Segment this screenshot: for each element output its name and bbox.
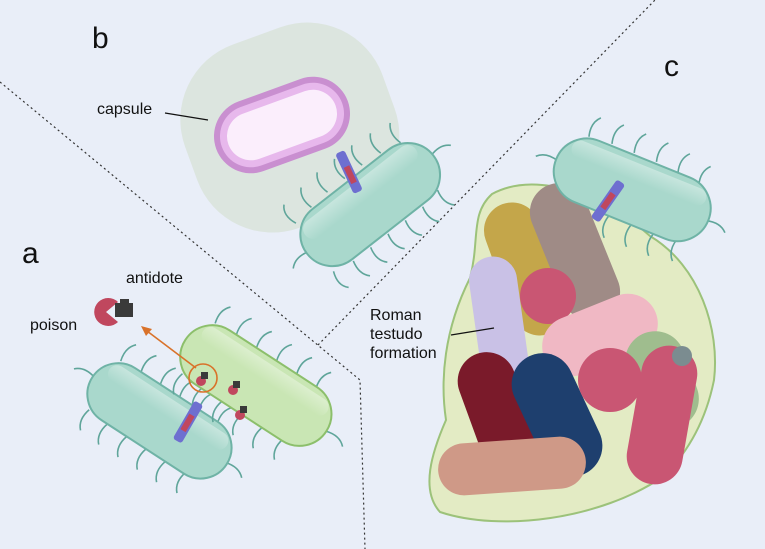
export-arrow [141, 326, 197, 369]
testudo-label-line-2: testudo [370, 326, 423, 343]
testudo-leader-line [450, 327, 495, 336]
capsule-leader-line [164, 112, 209, 121]
testudo-label-line-1: Roman [370, 307, 422, 324]
encapsulated-bacterium [213, 76, 351, 174]
panel-b-illustration [164, 22, 455, 289]
biofilm-cells [438, 183, 699, 496]
toxin-pair-1 [196, 372, 208, 386]
divider-b-c [317, 0, 656, 346]
antidote-label: antidote [126, 270, 183, 287]
panel-dividers [0, 0, 656, 549]
secretion-needle-b [336, 150, 362, 194]
antidote-icon [115, 303, 133, 317]
testudo-label-line-3: formation [370, 345, 437, 362]
panel-letter-b: b [92, 22, 109, 55]
toxin-pair-2 [228, 381, 240, 395]
panel-letter-c: c [664, 50, 679, 83]
highlight-ring [188, 363, 218, 393]
panel-letter-a: a [22, 237, 39, 270]
poison-icon [94, 298, 118, 327]
testudo-label: Roman testudo formation [370, 306, 437, 363]
secretion-needle-c [591, 180, 625, 222]
teal-bacterium-c [535, 117, 726, 262]
teal-bacterium-b [283, 122, 455, 289]
green-bacterium-a [172, 306, 344, 460]
poison-antidote-glyph [94, 298, 133, 327]
panel-c-illustration [428, 117, 726, 523]
poison-label: poison [30, 317, 78, 334]
capsule-label: capsule [97, 101, 153, 118]
panel-a-illustration [73, 298, 344, 494]
secretion-needle-a [173, 401, 203, 443]
toxin-pair-3 [235, 406, 247, 420]
teal-bacterium-a [73, 344, 243, 494]
divider-a-b [0, 81, 366, 549]
